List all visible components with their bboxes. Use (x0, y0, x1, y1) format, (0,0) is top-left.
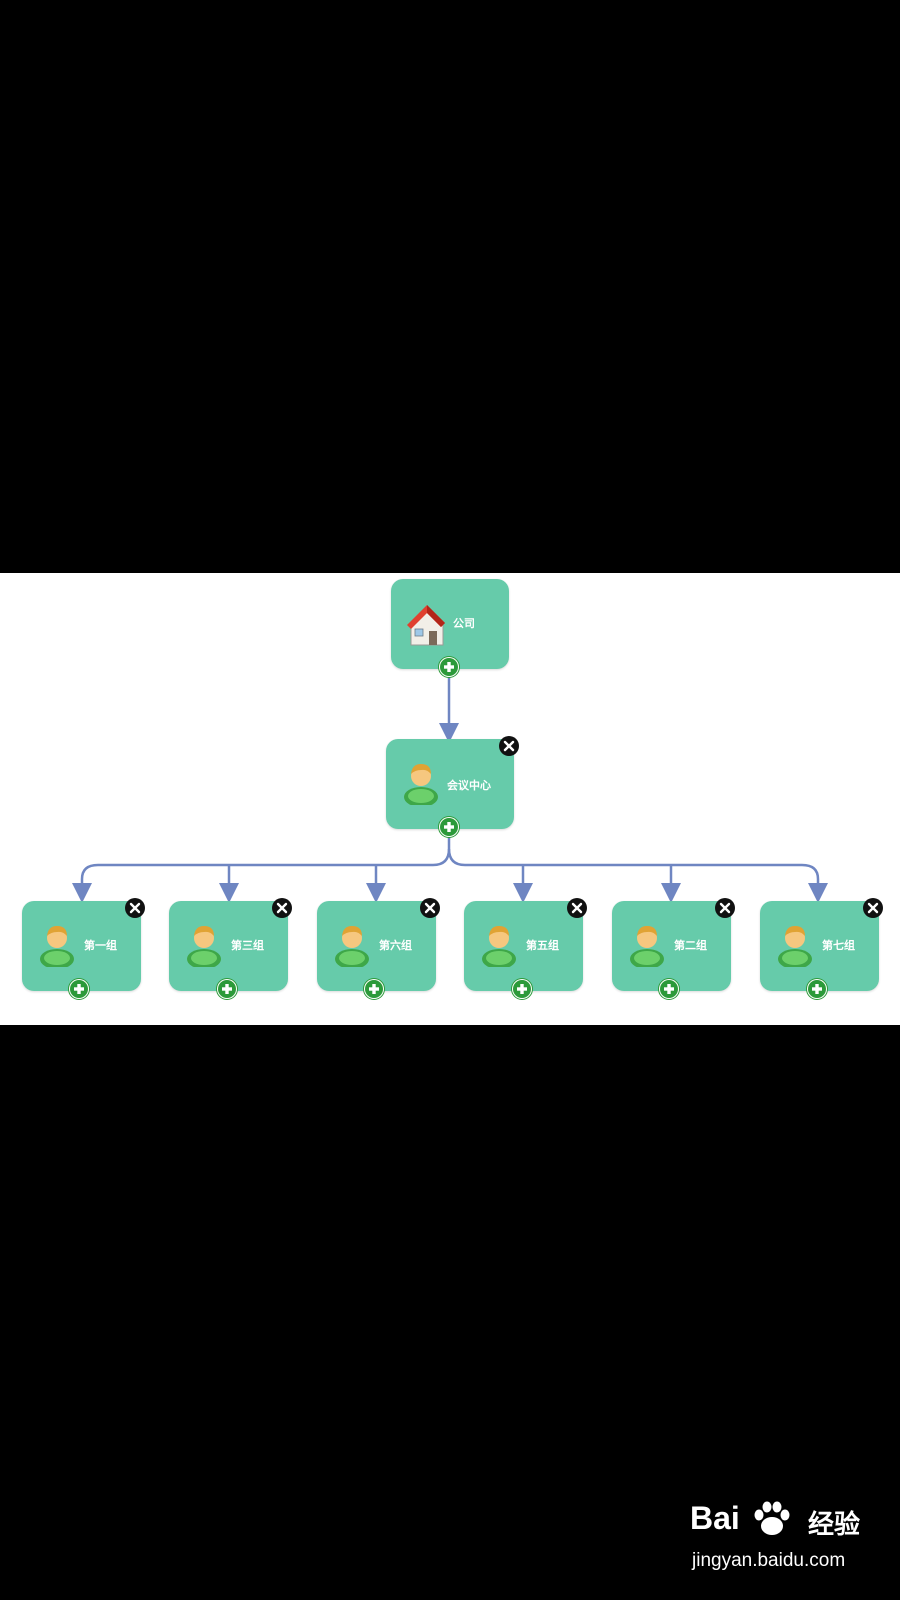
house-icon (407, 605, 445, 646)
close-icon (719, 902, 731, 914)
node-child[interactable]: 第一组 (22, 901, 141, 991)
user-icon (778, 926, 812, 967)
plus-icon (365, 980, 383, 998)
delete-button[interactable] (499, 736, 519, 756)
plus-icon (218, 980, 236, 998)
plus-icon (70, 980, 88, 998)
close-icon (867, 902, 879, 914)
node-child[interactable]: 第三组 (169, 901, 288, 991)
plus-icon (440, 818, 458, 836)
node-root[interactable]: 公司 (391, 579, 509, 669)
user-icon (482, 926, 516, 967)
close-icon (276, 902, 288, 914)
node-child-label: 第五组 (526, 939, 559, 952)
node-child-label: 第二组 (674, 939, 707, 952)
plus-icon (513, 980, 531, 998)
add-child-button[interactable] (439, 657, 459, 677)
add-child-button[interactable] (69, 979, 89, 999)
plus-icon (660, 980, 678, 998)
watermark-url: jingyan.baidu.com (692, 1550, 846, 1571)
user-icon (630, 926, 664, 967)
add-child-button[interactable] (439, 817, 459, 837)
connector-lines (72, 673, 828, 903)
node-child[interactable]: 第五组 (464, 901, 583, 991)
delete-button[interactable] (715, 898, 735, 918)
user-icon (187, 926, 221, 967)
close-icon (424, 902, 436, 914)
paw-icon (754, 1501, 790, 1535)
delete-button[interactable] (863, 898, 883, 918)
node-child[interactable]: 第七组 (760, 901, 879, 991)
node-middle-label: 会议中心 (447, 779, 491, 792)
baidu-jingyan-watermark: Bai 经验 jingyan.baidu.com (690, 1500, 870, 1580)
connector-bus-right (447, 848, 828, 903)
delete-button[interactable] (567, 898, 587, 918)
add-child-button[interactable] (512, 979, 532, 999)
user-icon (404, 764, 438, 805)
close-icon (129, 902, 141, 914)
org-chart-panel: 公司 会议中心 第一组 (0, 573, 900, 1025)
plus-icon (808, 980, 826, 998)
delete-button[interactable] (420, 898, 440, 918)
node-child[interactable]: 第二组 (612, 901, 731, 991)
add-child-button[interactable] (659, 979, 679, 999)
add-child-button[interactable] (217, 979, 237, 999)
node-child-label: 第一组 (84, 939, 117, 952)
node-root-label: 公司 (453, 617, 475, 630)
node-child-label: 第三组 (231, 939, 264, 952)
watermark-brand-suffix: 经验 (808, 1510, 861, 1540)
delete-button[interactable] (125, 898, 145, 918)
plus-icon (440, 658, 458, 676)
close-icon (503, 740, 515, 752)
node-child[interactable]: 第六组 (317, 901, 436, 991)
connector-middle-bus (72, 831, 451, 903)
watermark-logo: Bai (690, 1500, 740, 1536)
close-icon (571, 902, 583, 914)
node-child-label: 第七组 (822, 939, 855, 952)
node-child-label: 第六组 (379, 939, 412, 952)
user-icon (40, 926, 74, 967)
delete-button[interactable] (272, 898, 292, 918)
user-icon (335, 926, 369, 967)
add-child-button[interactable] (807, 979, 827, 999)
add-child-button[interactable] (364, 979, 384, 999)
node-middle[interactable]: 会议中心 (386, 739, 514, 829)
